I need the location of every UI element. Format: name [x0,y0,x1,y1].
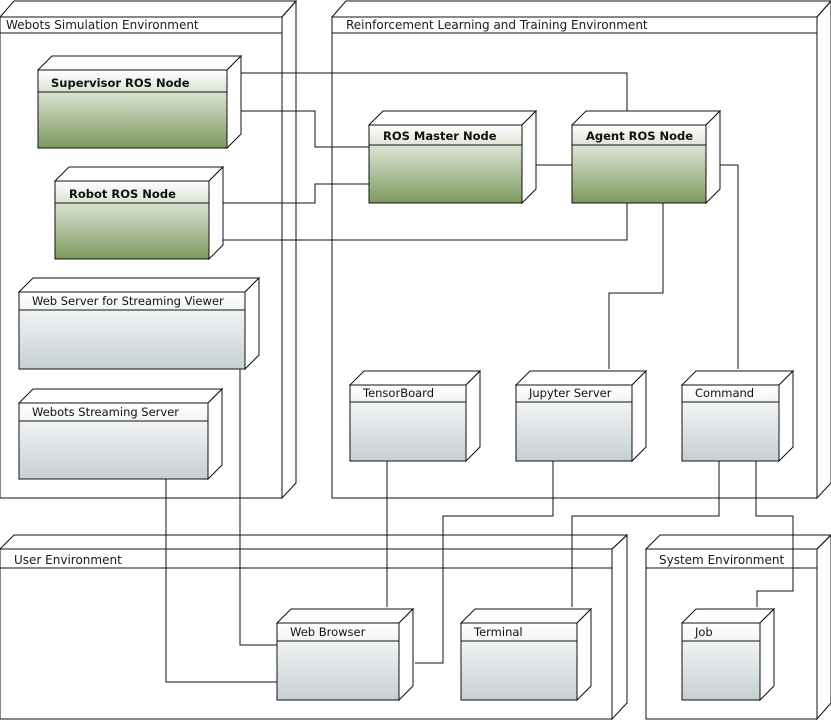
node-command-title: Command [695,386,754,400]
conn-command-terminal [571,461,720,607]
node-agent: Agent ROS Node [570,109,722,205]
env-rl: Reinforcement Learning and Training Envi… [330,0,831,500]
node-terminal-title: Terminal [473,625,523,639]
node-job-title: Job [694,625,713,639]
conn-robot-agent [209,203,628,241]
env-user: User Environment [0,533,629,720]
env-system: System Environment [644,534,831,720]
conn-robot-master [223,183,369,204]
node-jupyter-title: Jupyter Server [528,386,612,400]
conn-supervisor-agent [241,72,628,121]
env-webots: Webots Simulation Environment [0,0,298,500]
conn-agent-command [720,164,739,369]
node-master-title: ROS Master Node [383,129,497,143]
node-webserver: Web Server for Streaming Viewer [17,276,261,371]
conn-webserver-browser [239,369,277,646]
conn-agent-jupyter [608,203,664,369]
node-webserver-title: Web Server for Streaming Viewer [32,294,224,308]
node-robot-title: Robot ROS Node [69,187,176,201]
node-streaming-title: Webots Streaming Server [32,405,179,419]
node-supervisor: Supervisor ROS Node [36,54,243,150]
node-jupyter: Jupyter Server [514,369,648,463]
conn-jupyter-browser [415,461,554,664]
node-command: Command [680,369,795,463]
node-tensorboard-title: TensorBoard [362,386,434,400]
node-terminal: Terminal [459,607,593,702]
node-streaming: Webots Streaming Server [17,387,224,481]
node-tensorboard: TensorBoard [348,369,482,463]
conn-streaming-browser [165,479,277,683]
node-agent-title: Agent ROS Node [586,129,693,143]
node-supervisor-title: Supervisor ROS Node [51,76,190,90]
conn-command-job [755,461,794,607]
node-robot: Robot ROS Node [53,165,225,261]
connections [165,72,794,683]
env-system-title: System Environment [659,553,784,567]
conn-supervisor-master [227,110,369,148]
node-browser: Web Browser [275,607,415,702]
node-browser-title: Web Browser [290,625,366,639]
env-user-title: User Environment [14,553,122,567]
node-job: Job [680,607,776,702]
node-master: ROS Master Node [367,109,538,205]
env-webots-title: Webots Simulation Environment [6,18,199,32]
env-rl-title: Reinforcement Learning and Training Envi… [346,18,648,32]
